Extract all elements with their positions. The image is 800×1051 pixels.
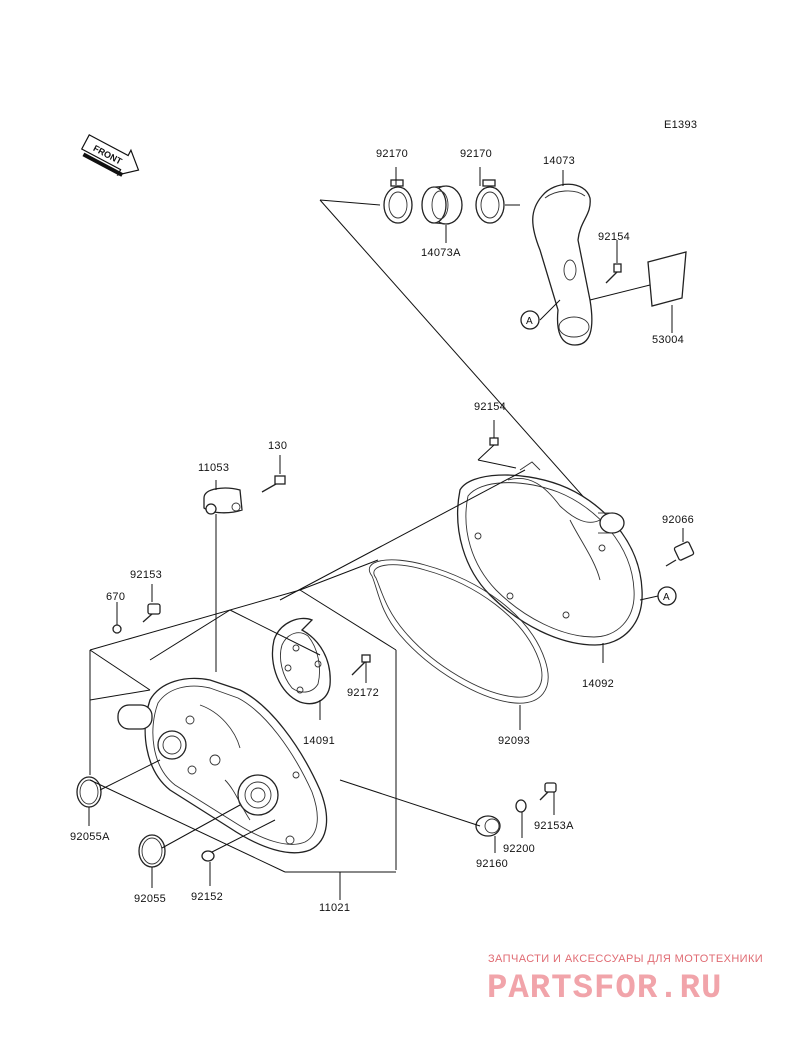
- leader-lines-assembly: [89, 469, 526, 900]
- label-92172: 92172: [347, 687, 379, 699]
- label-92152: 92152: [191, 891, 223, 903]
- bolt-92153A: [539, 782, 557, 815]
- screw-92154-mid: [477, 420, 517, 469]
- callout-a-right: A: [639, 586, 677, 606]
- inner-cover-11021: [117, 677, 328, 854]
- diagram-code: E1393: [664, 119, 697, 131]
- sleeve-14073A: [421, 185, 463, 225]
- o-ring-92055: [138, 834, 166, 888]
- label-130: 130: [268, 440, 287, 452]
- label-92160: 92160: [476, 858, 508, 870]
- screw-92153: [142, 584, 161, 623]
- part-labels: 92170 92170 14073 14073A 92154 53004 921…: [70, 148, 694, 914]
- label-14092: 14092: [582, 678, 614, 690]
- sensor-11053: [203, 480, 243, 515]
- svg-text:A: A: [663, 592, 670, 603]
- washer-670: [112, 602, 122, 634]
- outer-cover-14092: [457, 461, 643, 646]
- svg-text:A: A: [526, 316, 533, 327]
- label-14073: 14073: [543, 155, 575, 167]
- label-53004: 53004: [652, 334, 684, 346]
- label-92093: 92093: [498, 735, 530, 747]
- screw-92154-top: [605, 263, 622, 284]
- washer-92200: [515, 799, 527, 838]
- watermark-tagline: ЗАПЧАСТИ И АКСЕССУАРЫ ДЛЯ МОТОТЕХНИКИ: [488, 953, 763, 965]
- label-92170-left: 92170: [376, 148, 408, 160]
- label-92154-mid: 92154: [474, 401, 506, 413]
- callout-a-top: A: [520, 310, 540, 330]
- label-670: 670: [106, 591, 125, 603]
- label-92066: 92066: [662, 514, 694, 526]
- label-11021: 11021: [319, 902, 350, 914]
- leader-lines-top: [319, 167, 673, 521]
- clamp-92170-right: [475, 179, 505, 224]
- label-92200: 92200: [503, 843, 535, 855]
- bolt-130: [261, 455, 286, 493]
- plug-92066: [665, 528, 695, 567]
- label-14091: 14091: [303, 735, 335, 747]
- label-92153: 92153: [130, 569, 162, 581]
- o-ring-92055A: [76, 776, 102, 826]
- label-92154-top: 92154: [598, 231, 630, 243]
- label-92170-right: 92170: [460, 148, 492, 160]
- label-92153A: 92153A: [534, 820, 574, 832]
- label-92055A: 92055A: [70, 831, 110, 843]
- label-14073A: 14073A: [421, 247, 461, 259]
- label-11053: 11053: [198, 462, 229, 474]
- gasket-92093: [369, 559, 549, 730]
- plug-92152: [201, 850, 215, 886]
- plate-53004: [647, 251, 687, 307]
- label-92055: 92055: [134, 893, 166, 905]
- watermark-logo: PARTSFOR.RU: [487, 970, 722, 1008]
- grommet-92160: [475, 815, 501, 853]
- screw-92172: [351, 654, 371, 683]
- plate-14091: [271, 617, 331, 705]
- duct-14073: [532, 183, 593, 346]
- clamp-92170-left: [383, 179, 413, 224]
- front-arrow-icon: FRONT: [80, 134, 140, 177]
